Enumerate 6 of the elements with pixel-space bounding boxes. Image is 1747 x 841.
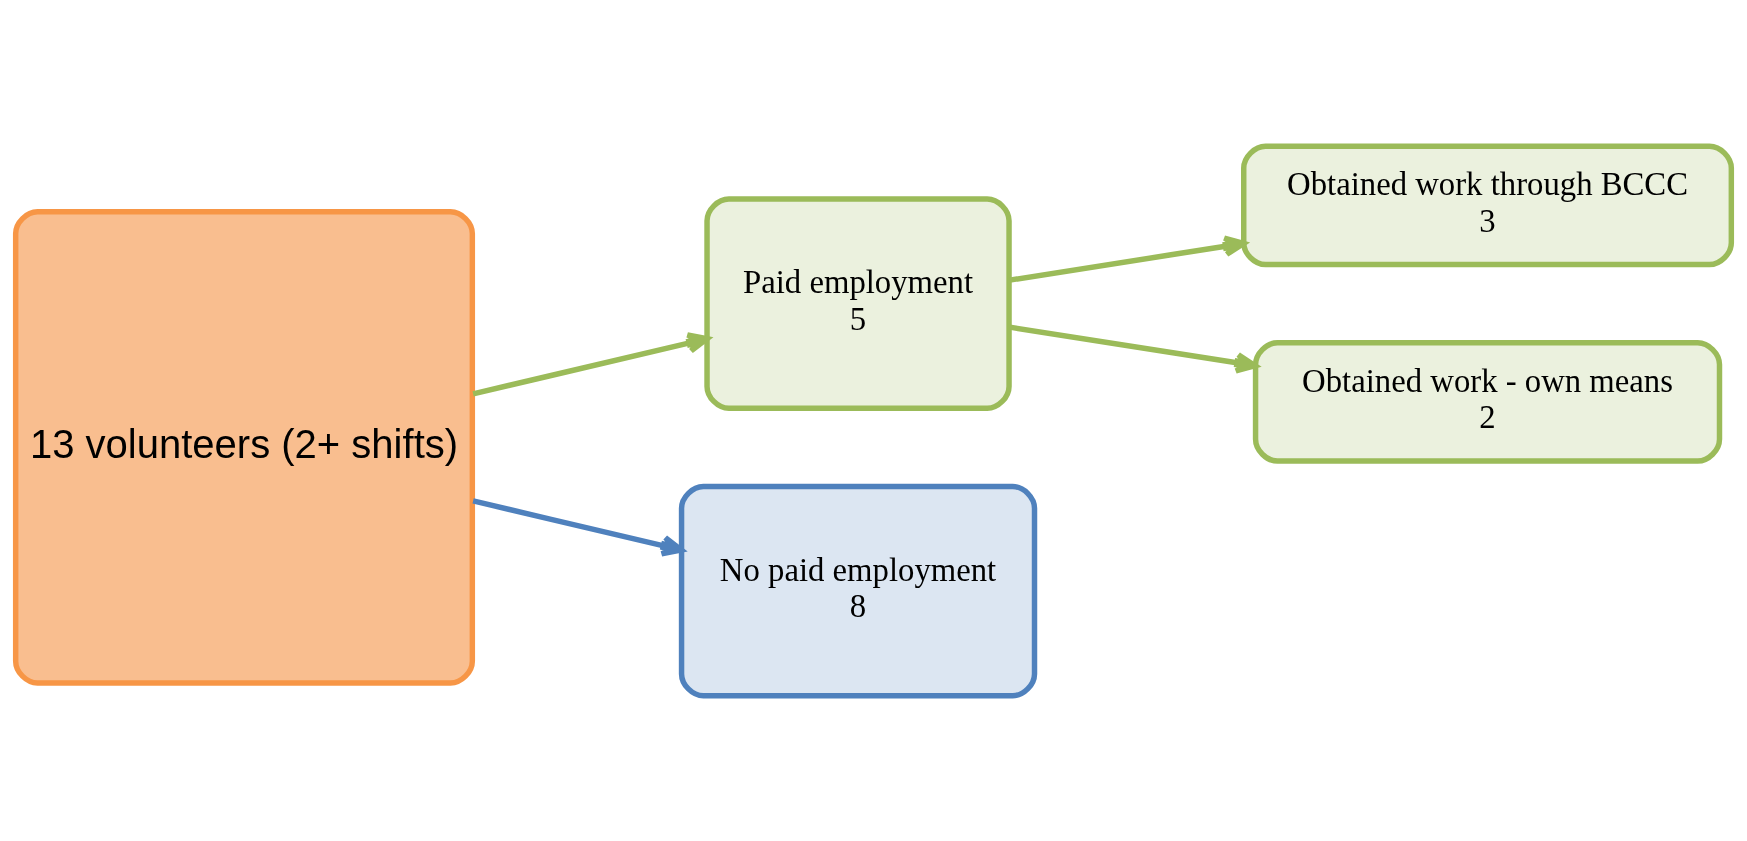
arrow xyxy=(1009,234,1247,283)
node-box: Paid employment 5 xyxy=(704,195,1012,411)
node-box: Obtained work through BCCC 3 xyxy=(1241,143,1735,267)
node-box: No paid employment 8 xyxy=(678,483,1038,698)
node-box: 13 volunteers (2+ shifts) xyxy=(12,208,476,686)
node-box: Obtained work - own means 2 xyxy=(1252,339,1723,464)
